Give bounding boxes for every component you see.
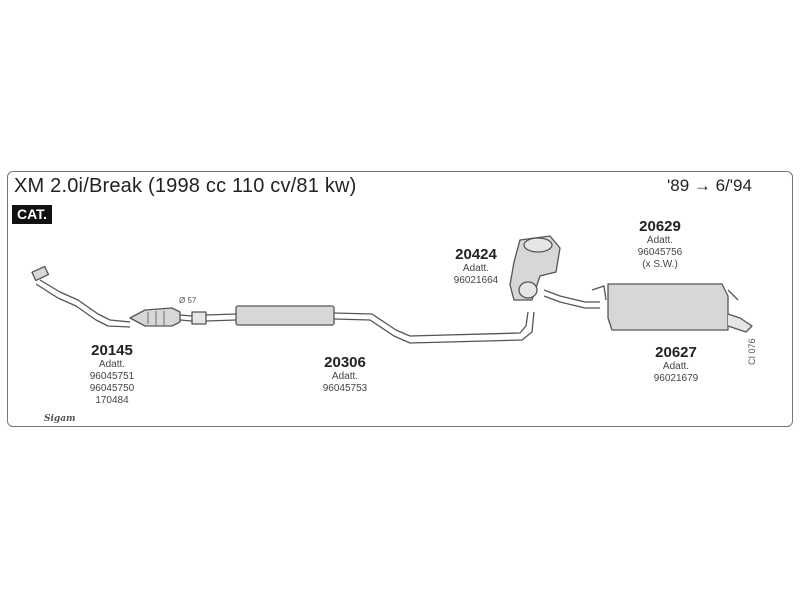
intermediate-silencer-part xyxy=(509,235,600,309)
brand-logo: Sigam xyxy=(44,414,76,424)
part-label-20145: 20145 Adatt. 96045751 96045750 170484 xyxy=(72,342,152,407)
part-label-20629: 20629 Adatt. 96045756 (x S.W.) xyxy=(620,218,700,271)
part-label-20627: 20627 Adatt. 96021679 xyxy=(636,344,716,385)
part-info-line: Adatt. xyxy=(98,359,126,370)
reference-code: CI 076 xyxy=(747,338,757,365)
part-info-line: 96045753 xyxy=(322,383,368,394)
part-code: 20145 xyxy=(91,342,133,359)
vehicle-title: XM 2.0i/Break (1998 cc 110 cv/81 kw) xyxy=(14,175,357,197)
part-info-line: 96021664 xyxy=(453,275,499,286)
part-code: 20627 xyxy=(655,344,697,361)
part-info-line: 170484 xyxy=(95,395,129,406)
part-info-line: 96021679 xyxy=(653,373,699,384)
part-info-line: Adatt. xyxy=(662,361,690,372)
part-info-line: 96045751 xyxy=(89,371,135,382)
part-label-20424: 20424 Adatt. 96021664 xyxy=(436,246,516,287)
part-info-line: Adatt. xyxy=(462,263,490,274)
cat-badge: CAT. xyxy=(12,205,53,224)
part-info-line: 96045756 xyxy=(637,247,683,258)
front-pipe-part xyxy=(31,265,193,328)
diameter-note: Ø 57 xyxy=(179,296,197,305)
part-info-line: Adatt. xyxy=(646,235,674,246)
part-code: 20424 xyxy=(455,246,497,263)
diagram-frame xyxy=(7,171,793,427)
part-info-line: 96045750 xyxy=(89,383,135,394)
rear-silencer-part xyxy=(591,283,753,333)
middle-pipe-part xyxy=(191,305,535,344)
part-info-line: (x S.W.) xyxy=(642,259,678,270)
part-code: 20306 xyxy=(324,354,366,371)
part-code: 20629 xyxy=(639,218,681,235)
part-info-line: Adatt. xyxy=(331,371,359,382)
production-years: '89 → 6/'94 xyxy=(667,176,752,195)
part-label-20306: 20306 Adatt. 96045753 xyxy=(305,354,385,395)
